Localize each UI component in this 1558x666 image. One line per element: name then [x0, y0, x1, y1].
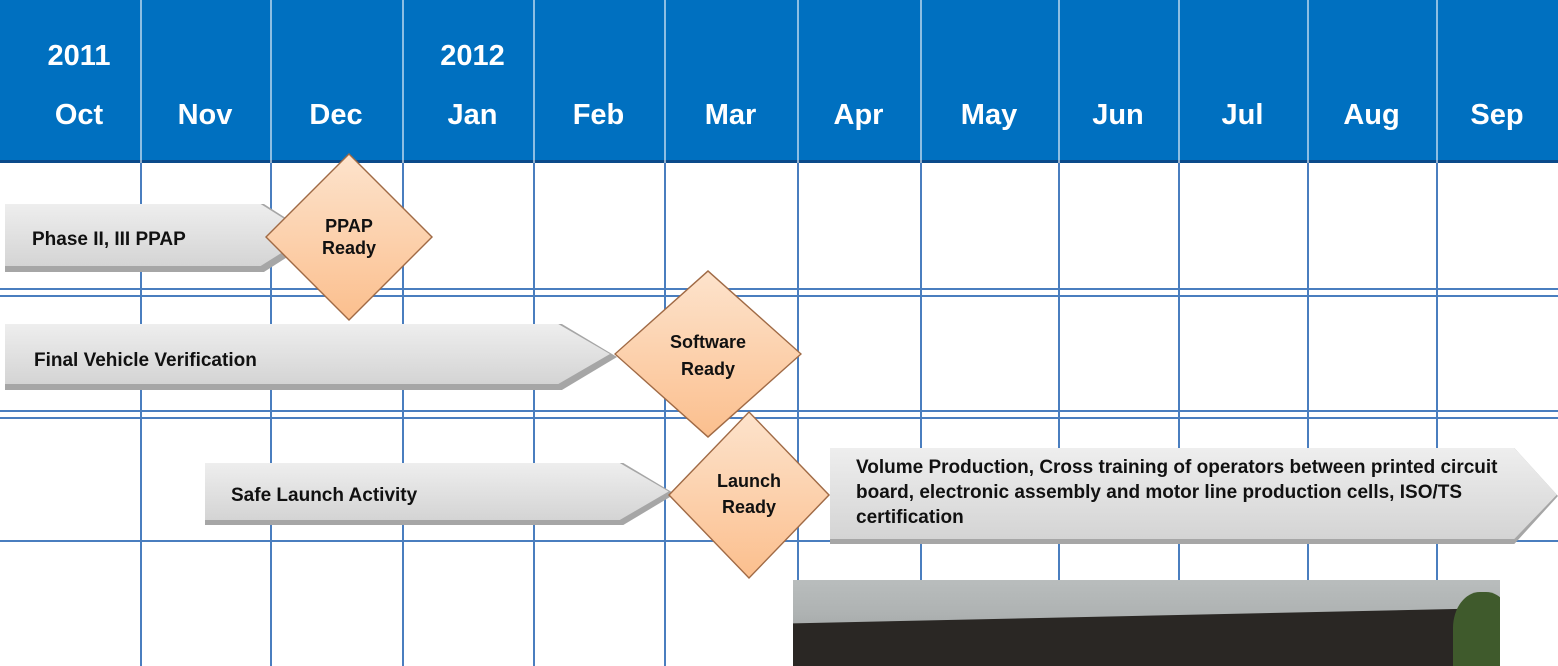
milestone-ppap-ready: PPAP Ready — [265, 153, 433, 321]
building-shape — [793, 608, 1500, 666]
month-label: May — [960, 99, 1018, 131]
grid-line — [664, 163, 666, 666]
tree-shape — [1453, 592, 1500, 666]
grid-line — [1178, 163, 1180, 666]
header-divider — [1307, 0, 1309, 163]
activity-arrow-volume-production — [830, 448, 1558, 544]
month-label: Aug — [1343, 99, 1400, 131]
header-column-oct: 2011 Oct — [18, 0, 140, 160]
month-label: Jan — [447, 99, 498, 131]
activity-arrow-safe-launch — [205, 463, 675, 525]
grid-line — [0, 288, 1558, 290]
header-divider — [920, 0, 922, 163]
grid-line — [270, 163, 272, 666]
header-column-sep: Sep — [1436, 0, 1558, 160]
header-divider — [270, 0, 272, 163]
header-column-jan: 2012 Jan — [412, 0, 533, 160]
grid-line — [1058, 163, 1060, 666]
header-divider — [402, 0, 404, 163]
header-column-nov: Nov — [140, 0, 270, 160]
year-label: 2012 — [440, 40, 505, 72]
milestone-launch-ready: Launch Ready — [668, 411, 830, 579]
header-divider — [664, 0, 666, 163]
month-label: Mar — [704, 99, 757, 131]
milestone-label: Ready — [721, 497, 777, 517]
milestone-software-ready: Software Ready — [614, 270, 802, 438]
month-label: Sep — [1470, 99, 1524, 131]
year-label: 2011 — [47, 40, 111, 72]
grid-line — [797, 163, 799, 666]
milestone-label: Launch — [716, 471, 781, 491]
grid-line — [0, 295, 1558, 297]
activity-arrow-ppap — [5, 204, 317, 272]
header-divider — [140, 0, 142, 163]
milestone-label: Ready — [680, 359, 736, 379]
header-divider — [797, 0, 799, 163]
month-label: Feb — [572, 99, 625, 131]
milestone-label: PPAP — [325, 216, 373, 236]
milestone-label: Software — [669, 332, 747, 352]
timeline-header: 2011 Oct Nov Dec 2012 Jan Feb Mar Apr Ma… — [0, 0, 1558, 163]
month-label: Jun — [1092, 99, 1144, 131]
grid-line — [920, 163, 922, 666]
grid-line — [402, 163, 404, 666]
grid-line — [0, 410, 1558, 412]
header-column-apr: Apr — [797, 0, 920, 160]
facility-photo — [793, 580, 1500, 666]
month-label: Oct — [54, 99, 104, 131]
milestone-label: Ready — [321, 238, 377, 258]
grid-line — [0, 417, 1558, 419]
header-divider — [533, 0, 535, 163]
header-column-jul: Jul — [1178, 0, 1307, 160]
header-column-may: May — [920, 0, 1058, 160]
header-column-jun: Jun — [1058, 0, 1178, 160]
grid-line — [140, 163, 142, 666]
activity-label: Volume Production, Cross training of ope… — [856, 457, 1498, 528]
grid-line — [533, 163, 535, 666]
header-column-mar: Mar — [664, 0, 797, 160]
month-label: Jul — [1221, 99, 1264, 131]
header-column-feb: Feb — [533, 0, 664, 160]
header-column-dec: Dec — [270, 0, 402, 160]
month-label: Dec — [309, 99, 363, 131]
header-divider — [1436, 0, 1438, 163]
grid-line — [1436, 163, 1438, 666]
month-label: Apr — [833, 99, 884, 131]
grid-line — [1307, 163, 1309, 666]
activity-arrow-verification — [5, 324, 617, 390]
month-label: Nov — [177, 99, 233, 131]
header-divider — [1058, 0, 1060, 163]
activity-label: Final Vehicle Verification — [34, 350, 257, 371]
header-divider — [1178, 0, 1180, 163]
activity-label: Phase II, III PPAP — [32, 229, 186, 250]
header-column-aug: Aug — [1307, 0, 1436, 160]
activity-label: Safe Launch Activity — [231, 485, 418, 506]
